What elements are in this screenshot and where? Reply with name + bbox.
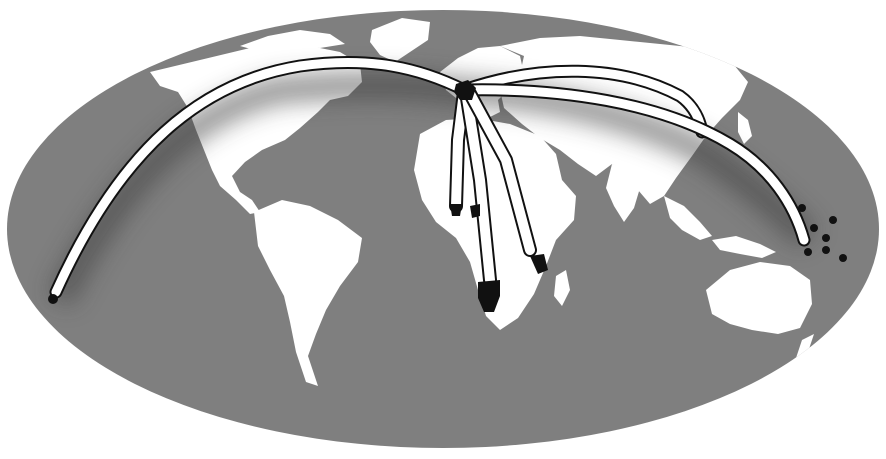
arctic-islands [240,30,345,52]
southern-africa-marker [478,280,500,312]
india [606,164,640,222]
pacific-islands-dots [798,204,847,262]
route-to-southern-africa [459,85,497,287]
greenland [370,18,430,62]
route-to-east-africa [461,83,537,257]
route-to-americas [49,55,471,299]
route-to-east-asia [457,64,709,139]
east-africa-marker [530,254,548,274]
japan [738,112,752,144]
americas-dot [48,294,58,304]
markers [48,80,847,312]
indonesia [712,236,776,258]
route-shadows [48,72,818,306]
south-america [254,200,362,386]
central-africa-marker [470,204,480,218]
new-zealand [796,334,814,358]
australia [706,262,812,334]
madagascar [554,270,570,306]
west-africa-marker [450,204,462,216]
southeast-asia [664,196,712,240]
hub-marker [454,80,476,100]
route-to-pacific [457,83,811,247]
routes [49,55,811,299]
